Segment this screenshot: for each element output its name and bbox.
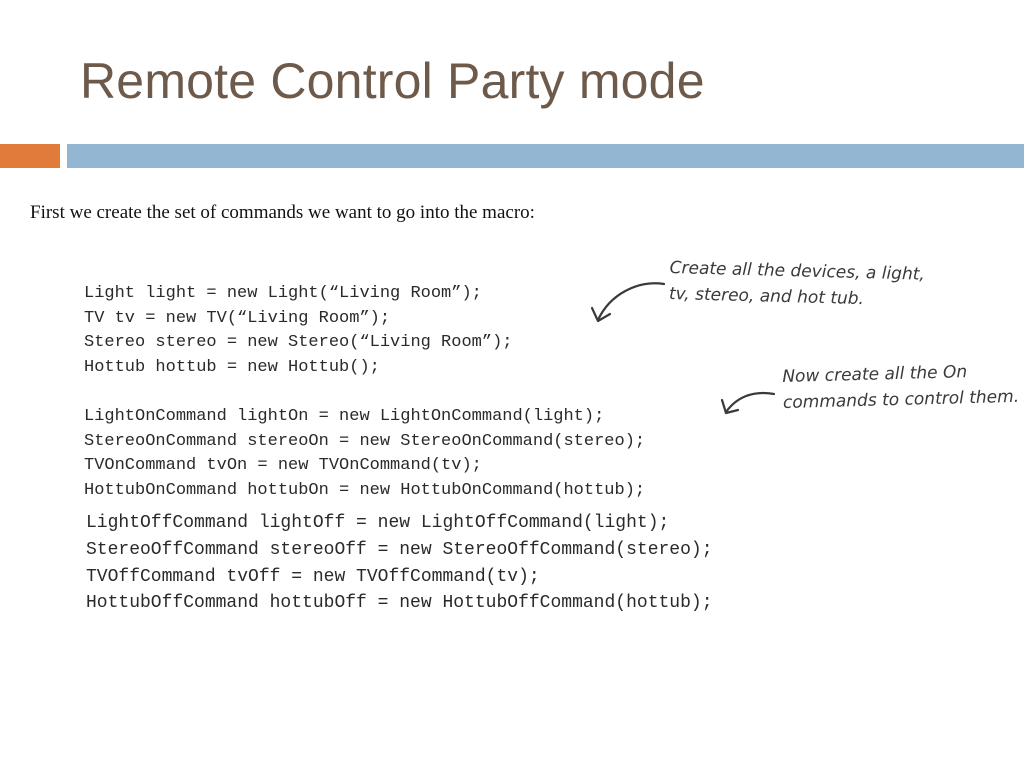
code-line: TV tv = new TV(“Living Room”); xyxy=(84,308,391,328)
curved-arrow-icon xyxy=(720,391,776,415)
code-line: LightOffCommand lightOff = new LightOffC… xyxy=(86,513,670,533)
slide-title: Remote Control Party mode xyxy=(80,53,705,109)
code-line: HottubOffCommand hottubOff = new HottubO… xyxy=(86,593,713,614)
accent-bar-orange xyxy=(0,144,60,168)
code-line: HottubOnCommand hottubOn = new HottubOnC… xyxy=(84,480,646,500)
code-line: Light light = new Light(“Living Room”); xyxy=(84,284,482,303)
code-line: LightOnCommand lightOn = new LightOnComm… xyxy=(84,407,605,426)
code-line: StereoOnCommand stereoOn = new StereoOnC… xyxy=(84,431,646,451)
curved-arrow-icon xyxy=(590,282,666,323)
intro-text: First we create the set of commands we w… xyxy=(30,202,535,223)
devices-annotation: Create all the devices, a light, tv, ste… xyxy=(669,255,926,314)
code-block-on-commands: LightOnCommand lightOn = new LightOnComm… xyxy=(84,405,645,503)
code-line: TVOnCommand tvOn = new TVOnCommand(tv); xyxy=(84,456,482,476)
code-line: Stereo stereo = new Stereo(“Living Room”… xyxy=(84,333,513,353)
code-block-off-commands: LightOffCommand lightOff = new LightOffC… xyxy=(86,510,713,617)
accent-bar-blue xyxy=(67,144,1024,168)
on-commands-annotation: Now create all the On commands to contro… xyxy=(782,358,1019,416)
code-block-devices: Light light = new Light(“Living Room”); T… xyxy=(84,282,512,380)
code-line: Hottub hottub = new Hottub(); xyxy=(84,357,380,377)
code-line: StereoOffCommand stereoOff = new StereoO… xyxy=(86,539,713,560)
code-line: TVOffCommand tvOff = new TVOffCommand(tv… xyxy=(86,566,540,587)
annotation-line: commands to control them. xyxy=(782,386,1020,413)
